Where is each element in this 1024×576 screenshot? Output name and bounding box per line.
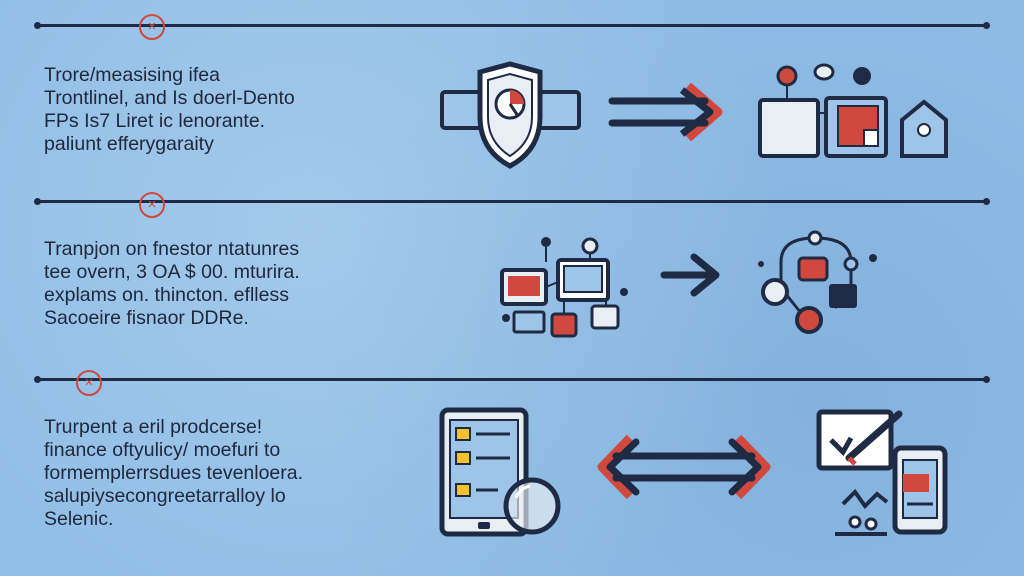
section-text: Tranpjon on fnestor ntatunres tee overn,… bbox=[44, 238, 300, 330]
text-line: Sacoeire fisnaor DDRe. bbox=[44, 307, 249, 329]
text-line: Trontlinel, and Is doerl-Dento bbox=[44, 87, 295, 109]
node-network-icon bbox=[758, 230, 877, 334]
double-arrow-icon bbox=[597, 434, 771, 500]
text-line: tee overn, 3 OA $ 00. mturira. bbox=[44, 261, 300, 283]
text-line: Selenic. bbox=[44, 508, 114, 530]
text-line: Tranpjon on fnestor ntatunres bbox=[44, 238, 300, 260]
section-3: ✕ Trurpent a eril prodcerse! finance oft… bbox=[0, 370, 1024, 576]
section-badge-icon: ✕ bbox=[139, 192, 165, 218]
section-divider bbox=[34, 198, 990, 205]
text-line: Trurpent a eril prodcerse! bbox=[44, 416, 263, 438]
arrow-right-icon bbox=[608, 82, 723, 142]
section-badge-icon: ✕ bbox=[139, 14, 165, 40]
section-1: ✕ Trore/measising ifea Trontlinel, and I… bbox=[0, 0, 1024, 190]
text-line: paliunt efferygaraity bbox=[44, 133, 214, 155]
text-line: formemplerrsdues tevenloera. bbox=[44, 462, 304, 484]
tablet-magnifier-icon bbox=[439, 407, 561, 537]
text-line: FPs Is7 Liret ic lenorante. bbox=[44, 110, 266, 132]
text-line: finance oftyulicy/ moefuri to bbox=[44, 439, 281, 461]
text-line: Trore/measising ifea bbox=[44, 64, 220, 86]
text-line: explams on. thincton. eflless bbox=[44, 284, 289, 306]
arrow-right-icon bbox=[660, 253, 720, 297]
section-text: Trurpent a eril prodcerse! finance oftyu… bbox=[44, 416, 303, 531]
section-divider bbox=[34, 376, 990, 383]
shield-chart-icon bbox=[440, 61, 581, 169]
section-badge-icon: ✕ bbox=[76, 370, 102, 396]
section-2: ✕ Tranpjon on fnestor ntatunres tee over… bbox=[0, 190, 1024, 370]
section-divider bbox=[34, 22, 990, 29]
section-text: Trore/measising ifea Trontlinel, and Is … bbox=[44, 64, 295, 156]
device-cluster-icon bbox=[500, 237, 628, 338]
buildings-network-icon bbox=[758, 63, 948, 158]
phone-checklist-icon bbox=[816, 409, 948, 536]
text-line: salupiysecongreetarralloy lo bbox=[44, 485, 286, 507]
